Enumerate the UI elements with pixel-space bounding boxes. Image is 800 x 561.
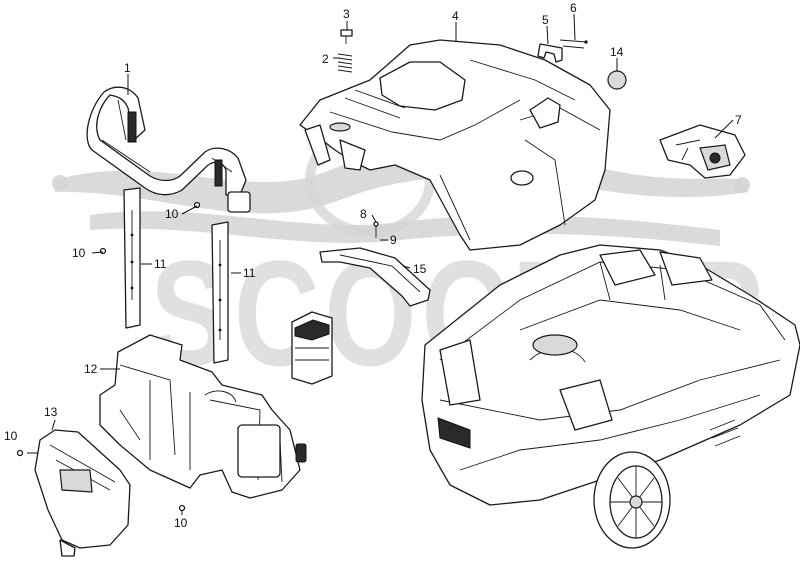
part-filter-cartridge — [291, 311, 333, 385]
watermark-dot-right-icon — [734, 177, 750, 193]
callout-4: 4 — [452, 9, 459, 23]
callout-2: 2 — [322, 52, 329, 66]
callout-5: 5 — [542, 13, 549, 27]
watermark-dot-left-icon — [52, 175, 68, 191]
part-bracket-bar — [319, 247, 431, 307]
callout-12: 12 — [84, 362, 98, 376]
part-ball-knob — [607, 70, 627, 90]
part-base-bracket — [99, 334, 307, 499]
part-wheel — [593, 451, 671, 549]
callout-9: 9 — [390, 233, 397, 247]
part-spring — [337, 53, 353, 73]
callout-13: 13 — [44, 405, 58, 419]
part-handle — [86, 86, 251, 213]
part-screw-top — [340, 29, 353, 44]
callout-7: 7 — [735, 113, 742, 127]
part-pins — [559, 39, 588, 49]
callout-6: 6 — [570, 1, 577, 15]
leader-lines — [27, 13, 734, 515]
callout-10-bottom: 10 — [174, 516, 188, 530]
part-top-cover — [299, 39, 611, 251]
part-clip — [537, 43, 563, 63]
callout-14: 14 — [610, 45, 624, 59]
callout-15: 15 — [413, 262, 427, 276]
callout-11-right: 11 — [243, 266, 256, 280]
callout-3: 3 — [343, 7, 350, 21]
callout-10-lower-left: 10 — [4, 429, 18, 443]
part-switch-assembly — [659, 124, 746, 179]
callout-1: 1 — [124, 61, 131, 75]
part-rail-right — [211, 221, 229, 364]
callout-11-left: 11 — [154, 257, 167, 271]
callout-10-left: 10 — [72, 246, 86, 260]
part-machine-body — [421, 244, 800, 506]
callout-10-upper: 10 — [165, 207, 179, 221]
part-side-cover — [34, 429, 131, 557]
callout-8: 8 — [360, 207, 367, 221]
part-rail-left — [123, 187, 141, 329]
callout-labels: 1 2 3 4 5 6 7 8 9 10 10 10 10 11 11 12 1… — [4, 1, 742, 530]
